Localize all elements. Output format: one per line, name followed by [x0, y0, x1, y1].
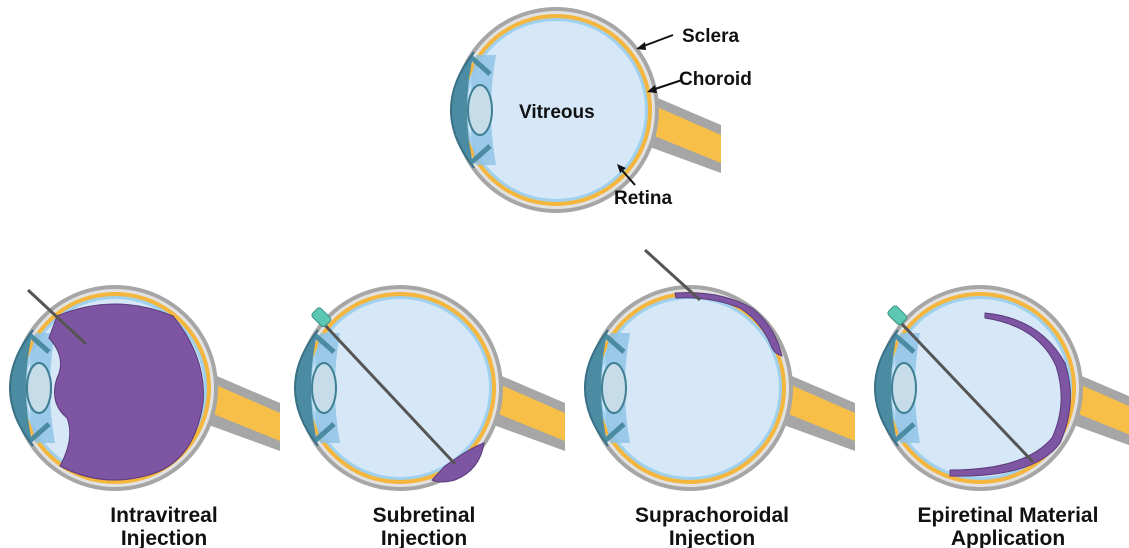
caption-suprachoroidal-line1: Suprachoroidal: [635, 504, 789, 527]
vitreous-label: Vitreous: [519, 102, 595, 123]
caption-intravitreal-line1: Intravitreal: [110, 504, 217, 527]
epiretinal-eye: [875, 285, 1129, 491]
intravitreal-eye: [10, 285, 280, 491]
retina-label: Retina: [614, 188, 673, 209]
caption-suprachoroidal-line2: Injection: [669, 527, 755, 548]
sclera-arrow: [641, 35, 673, 47]
caption-epiretinal-line1: Epiretinal Material: [918, 504, 1099, 527]
subretinal-eye: [295, 285, 565, 491]
caption-subretinal-line1: Subretinal: [373, 504, 476, 527]
choroid-arrow: [652, 80, 682, 90]
choroid-label: Choroid: [679, 69, 752, 90]
caption-subretinal-line2: Injection: [381, 527, 467, 548]
caption-intravitreal-line2: Injection: [121, 527, 207, 548]
sclera-label: Sclera: [682, 26, 739, 47]
caption-epiretinal-line2: Application: [951, 527, 1065, 548]
suprachoroidal-eye: [585, 285, 855, 491]
